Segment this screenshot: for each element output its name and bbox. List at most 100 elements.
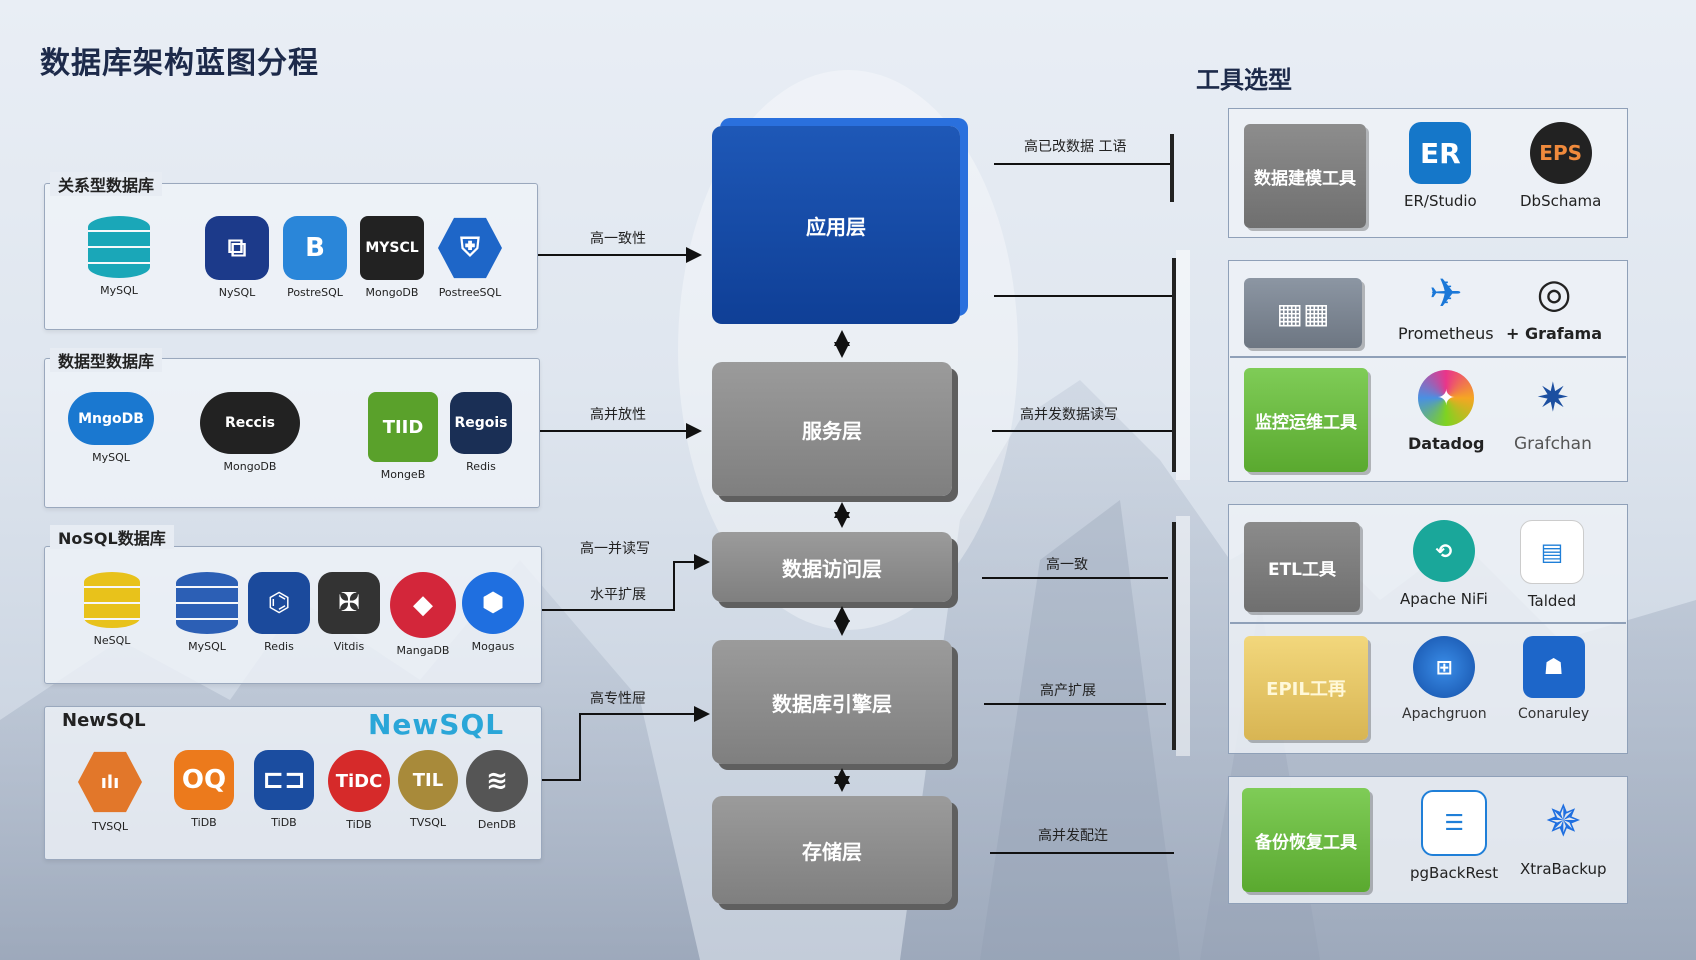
tool-erstudio[interactable]: ER ER/Studio bbox=[1404, 122, 1477, 210]
edge-label-left-2: 高并放性 bbox=[590, 407, 646, 423]
cube-logo-icon: B bbox=[283, 216, 347, 280]
logo-data-2[interactable]: TIID MongeB bbox=[368, 392, 438, 481]
logo-caption: MangaDB bbox=[396, 644, 450, 657]
logo-relational-2[interactable]: B PostreSQL bbox=[283, 216, 347, 299]
tool-block-etl-2[interactable]: EPIL工再 bbox=[1244, 636, 1368, 740]
layer-access[interactable]: 数据访问层 bbox=[712, 532, 952, 602]
category-label-nosql: NoSQL数据库 bbox=[50, 525, 174, 549]
blue-hexagon-icon: ⬢ bbox=[462, 572, 524, 634]
tool-xtrabackup[interactable]: ✵ XtraBackup bbox=[1520, 790, 1607, 879]
talend-icon: ▤ bbox=[1520, 520, 1584, 584]
newsql-wordmark: NewSQL bbox=[368, 708, 505, 741]
layer-app[interactable]: 应用层 bbox=[712, 126, 960, 324]
logo-caption: TVSQL bbox=[409, 816, 446, 829]
prometheus-icon: ✈ bbox=[1429, 271, 1463, 317]
navy-hexagon-icon: ⊏⊐ bbox=[254, 750, 314, 810]
nifi-icon: ⟲ bbox=[1412, 520, 1475, 582]
logo-nosql-5[interactable]: ⬢Mogaus bbox=[462, 572, 524, 653]
logo-caption: Redis bbox=[264, 640, 294, 653]
tool-pgbackrest[interactable]: ☰ pgBackRest bbox=[1410, 790, 1498, 882]
edge-label-left-1: 高一致性 bbox=[590, 231, 646, 247]
logo-caption: PostreeSQL bbox=[438, 286, 502, 299]
datadog-icon: ✦ bbox=[1418, 370, 1475, 426]
logo-newsql-3[interactable]: TiDC TiDB bbox=[328, 750, 390, 831]
tools-title: 工具选型 bbox=[1196, 66, 1292, 94]
edge-label-right-3: 高一致 bbox=[1046, 557, 1088, 573]
edge-label-right-4: 高产扩展 bbox=[1040, 683, 1096, 699]
logo-relational-1[interactable]: ⧉ NySQL bbox=[205, 216, 269, 299]
logo-caption: MongeB bbox=[380, 468, 426, 481]
hex-network-icon: ⌬ bbox=[248, 572, 310, 634]
logo-caption: TiDB bbox=[191, 816, 217, 829]
logo-caption: Vitdis bbox=[333, 640, 365, 653]
tool-prometheus[interactable]: ✈ Prometheus bbox=[1398, 271, 1494, 343]
tool-datadog[interactable]: ✦ Datadog bbox=[1408, 370, 1484, 453]
monitor-divider bbox=[1230, 356, 1626, 358]
mysql-tile-icon: MYSCL bbox=[360, 216, 424, 280]
logo-nosql-3[interactable]: ✠Vitdis bbox=[318, 572, 380, 653]
tool-grafchan[interactable]: ✷ Grafchan bbox=[1514, 370, 1592, 454]
tool-block-modeling[interactable]: 数据建模工具 bbox=[1244, 124, 1366, 228]
logo-newsql-2[interactable]: ⊏⊐TiDB bbox=[254, 750, 314, 829]
logo-newsql-5[interactable]: ≋ DenDB bbox=[466, 750, 528, 831]
xtrabackup-icon: ✵ bbox=[1544, 795, 1582, 847]
logo-caption: MongoDB bbox=[223, 460, 277, 473]
etl-divider bbox=[1230, 622, 1626, 624]
grafana-icon: ◎ bbox=[1536, 271, 1572, 317]
pgbackrest-icon: ☰ bbox=[1421, 790, 1488, 856]
tiid-logo-icon: TIID bbox=[368, 392, 438, 462]
category-label-newsql: NewSQL bbox=[62, 710, 146, 731]
layer-storage[interactable]: 存储层 bbox=[712, 796, 952, 904]
gray-stack-icon: ≋ bbox=[466, 750, 528, 812]
category-label-data: 数据型数据库 bbox=[50, 348, 163, 372]
tool-apachgruon[interactable]: ⊞ Apachgruon bbox=[1402, 636, 1487, 722]
tool-block-backup[interactable]: 备份恢复工具 bbox=[1242, 788, 1370, 892]
logo-caption: MySQL bbox=[188, 640, 226, 653]
mongodb-badge-icon: MngoDB bbox=[68, 392, 154, 445]
tool-apache-nifi[interactable]: ⟲ Apache NiFi bbox=[1400, 520, 1488, 608]
tool-block-monitor-image: ▦▦ bbox=[1244, 278, 1362, 348]
tool-dbschema[interactable]: EPS DbSchama bbox=[1520, 122, 1601, 210]
logo-nosql-0[interactable]: NeSQL bbox=[84, 572, 140, 647]
logo-nosql-2[interactable]: ⌬ Redis bbox=[248, 572, 310, 653]
tool-block-etl[interactable]: ETL工具 bbox=[1244, 522, 1360, 612]
logo-caption: Redis bbox=[466, 460, 496, 473]
hex-logo-icon: ⧉ bbox=[205, 216, 269, 280]
logo-caption: DenDB bbox=[477, 818, 517, 831]
yellow-db-icon bbox=[84, 572, 140, 628]
page-title: 数据库架构蓝图分程 bbox=[40, 46, 319, 81]
dbschema-icon: EPS bbox=[1529, 122, 1592, 184]
blue-db-icon bbox=[176, 572, 238, 634]
edge-label-left-4: 高专性屉 bbox=[590, 691, 646, 707]
red-circle-icon: TiDC bbox=[328, 750, 390, 812]
tool-block-monitor[interactable]: 监控运维工具 bbox=[1244, 368, 1368, 472]
target-ring-icon: ◆ bbox=[390, 572, 456, 638]
regois-logo-icon: Regois bbox=[450, 392, 512, 454]
logo-caption: NySQL bbox=[218, 286, 256, 299]
logo-relational-4[interactable]: ⛨PostreeSQL bbox=[438, 216, 502, 299]
tool-conaruley[interactable]: ☗ Conaruley bbox=[1518, 636, 1589, 722]
layer-service[interactable]: 服务层 bbox=[712, 362, 952, 496]
logo-nosql-4[interactable]: ◆ MangaDB bbox=[390, 572, 456, 657]
grafchan-icon: ✷ bbox=[1536, 375, 1570, 421]
erstudio-icon: ER bbox=[1409, 122, 1472, 184]
layer-engine[interactable]: 数据库引擎层 bbox=[712, 640, 952, 764]
edge-label-right-1: 高已改数据 工语 bbox=[1024, 139, 1127, 155]
tool-talend[interactable]: ▤ Talded bbox=[1520, 520, 1584, 610]
logo-nosql-1[interactable]: MySQL bbox=[176, 572, 238, 653]
logo-relational-0[interactable]: MySQL bbox=[88, 216, 150, 297]
logo-caption: TiDB bbox=[346, 818, 372, 831]
conaruley-icon: ☗ bbox=[1522, 636, 1585, 698]
tool-grafana[interactable]: ◎ + Grafama bbox=[1506, 271, 1603, 343]
edge-label-left-3a: 高一并读写 bbox=[580, 541, 650, 557]
logo-caption: PostreSQL bbox=[287, 286, 343, 299]
edge-label-left-3b: 水平扩展 bbox=[590, 587, 646, 603]
